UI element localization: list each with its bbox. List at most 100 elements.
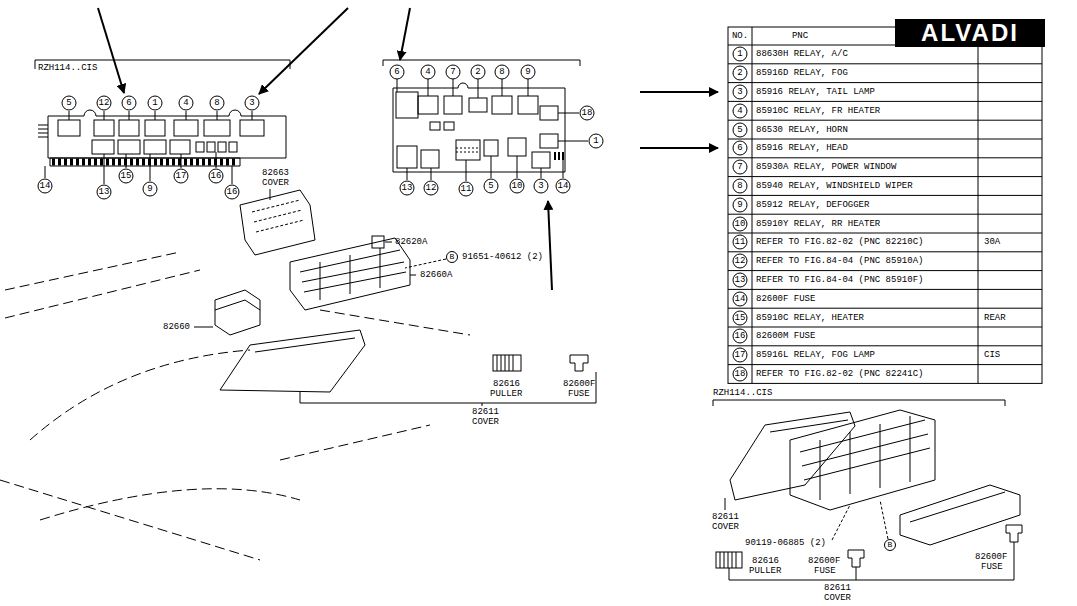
fuse-icon xyxy=(570,355,588,371)
part-description: REFER TO FIG.82-02 (PNC 82241C) xyxy=(756,369,923,379)
part-description: 85916 RELAY, HEAD xyxy=(756,143,848,153)
leader-line xyxy=(410,275,416,276)
row-number: 5 xyxy=(733,122,748,137)
row-number: 4 xyxy=(733,103,748,118)
part-number: 82620A xyxy=(395,237,427,247)
row-number: 3 xyxy=(733,85,748,100)
row-number: 10 xyxy=(733,216,748,231)
callout-number: 1 xyxy=(589,134,604,149)
part-name: FUSE xyxy=(981,562,1003,572)
callout-number: 3 xyxy=(534,179,549,194)
watermark: ALVADI xyxy=(895,19,1045,47)
callout-number: 14 xyxy=(556,179,571,194)
callout-number: 2 xyxy=(471,65,486,80)
part-number: 82663 xyxy=(262,168,289,178)
table-header: PNC xyxy=(792,31,808,41)
table-rule xyxy=(752,27,978,383)
row-number: 8 xyxy=(733,179,748,194)
row-number: 18 xyxy=(733,367,748,382)
part-number: 82660A xyxy=(420,270,452,280)
part-description: REFER TO FIG.82-02 (PNC 82210C) xyxy=(756,237,923,247)
callout-number: 6 xyxy=(390,65,405,80)
callout-number: 9 xyxy=(143,182,158,197)
table-rule xyxy=(728,45,1042,365)
part-number: 82611 xyxy=(824,583,851,593)
relay-block xyxy=(48,110,286,158)
row-number: 6 xyxy=(733,141,748,156)
row-number: 1 xyxy=(733,47,748,62)
table-header: NO. xyxy=(732,31,748,41)
callout-number: 4 xyxy=(179,96,194,111)
part-description: 85910C RELAY, FR HEATER xyxy=(756,106,880,116)
part-name: COVER xyxy=(472,417,499,427)
callout-number: 12 xyxy=(97,96,112,111)
row-number: 9 xyxy=(733,197,748,212)
callout-number: 13 xyxy=(97,185,112,200)
part-number: 82600F xyxy=(563,379,595,389)
part-number: 82611 xyxy=(472,407,499,417)
row-number: 7 xyxy=(733,160,748,175)
leader-line xyxy=(69,111,252,120)
callout-number: 7 xyxy=(446,65,461,80)
callout-number: 3 xyxy=(245,96,260,111)
row-number: 14 xyxy=(733,291,748,306)
puller-icon xyxy=(493,355,521,371)
part-description: 85910Y RELAY, RR HEATER xyxy=(756,219,880,229)
leader-line xyxy=(832,500,888,540)
leader-line xyxy=(45,152,232,184)
callout-number: 16 xyxy=(209,169,224,184)
cover-82663 xyxy=(240,190,315,255)
leader-line xyxy=(194,327,213,328)
table-note: CIS xyxy=(984,350,1000,360)
part-name: COVER xyxy=(712,522,739,532)
part-description: 86530 RELAY, HORN xyxy=(756,125,848,135)
callout-number: 8 xyxy=(210,96,225,111)
row-number: 13 xyxy=(733,273,748,288)
part-description: 85912 RELAY, DEFOGGER xyxy=(756,200,869,210)
reference-mark: B xyxy=(884,539,896,551)
part-description: 85910C RELAY, HEATER xyxy=(756,313,864,323)
leader-line xyxy=(407,156,563,181)
callout-number: 1 xyxy=(148,96,163,111)
part-description: 85916L RELAY, FOG LAMP xyxy=(756,350,875,360)
part-name: COVER xyxy=(262,178,289,188)
row-number: 15 xyxy=(733,310,748,325)
part-description: REFER TO FIG.84-04 (PNC 85910F) xyxy=(756,275,923,285)
part-description: 82600M FUSE xyxy=(756,331,815,341)
reference-mark: B xyxy=(446,251,458,263)
part-number: 82600F xyxy=(975,552,1007,562)
callout-number: 9 xyxy=(521,65,536,80)
part-name: COVER xyxy=(824,593,851,603)
assembly-code: RZH114..CIS xyxy=(38,63,97,73)
part-number: 91651-40612 (2) xyxy=(462,252,543,262)
bracket xyxy=(300,372,596,406)
pointer-arrow xyxy=(98,8,718,290)
puller-icon xyxy=(716,552,742,568)
part-82620A xyxy=(372,236,384,248)
part-82660 xyxy=(215,290,260,335)
part-description: 85916 RELAY, TAIL LAMP xyxy=(756,87,875,97)
callout-number: 12 xyxy=(424,181,439,196)
leader-line xyxy=(405,259,446,268)
row-number: 17 xyxy=(733,348,748,363)
row-number: 2 xyxy=(733,66,748,81)
leader-line xyxy=(270,189,271,200)
relay-block xyxy=(790,410,935,510)
fuse-icon xyxy=(1006,525,1022,542)
cover-82611 xyxy=(730,412,855,500)
row-number: 16 xyxy=(733,329,748,344)
slots xyxy=(38,125,48,137)
part-description: 85930A RELAY, POWER WINDOW xyxy=(756,162,896,172)
row-number: 11 xyxy=(733,235,748,250)
part-number: 82616 xyxy=(493,379,520,389)
callout-number: 13 xyxy=(400,181,415,196)
part-description: 88630H RELAY, A/C xyxy=(756,49,848,59)
dashboard-outline xyxy=(0,252,470,560)
leader-line xyxy=(725,498,726,510)
part-number: 90119-06885 (2) xyxy=(745,538,826,548)
callout-number: 14 xyxy=(38,179,53,194)
part-description: REFER TO FIG.84-04 (PNC 85910A) xyxy=(756,256,923,266)
callout-number: 8 xyxy=(495,65,510,80)
cover-82611 xyxy=(900,485,1020,545)
relay-block xyxy=(393,83,565,172)
